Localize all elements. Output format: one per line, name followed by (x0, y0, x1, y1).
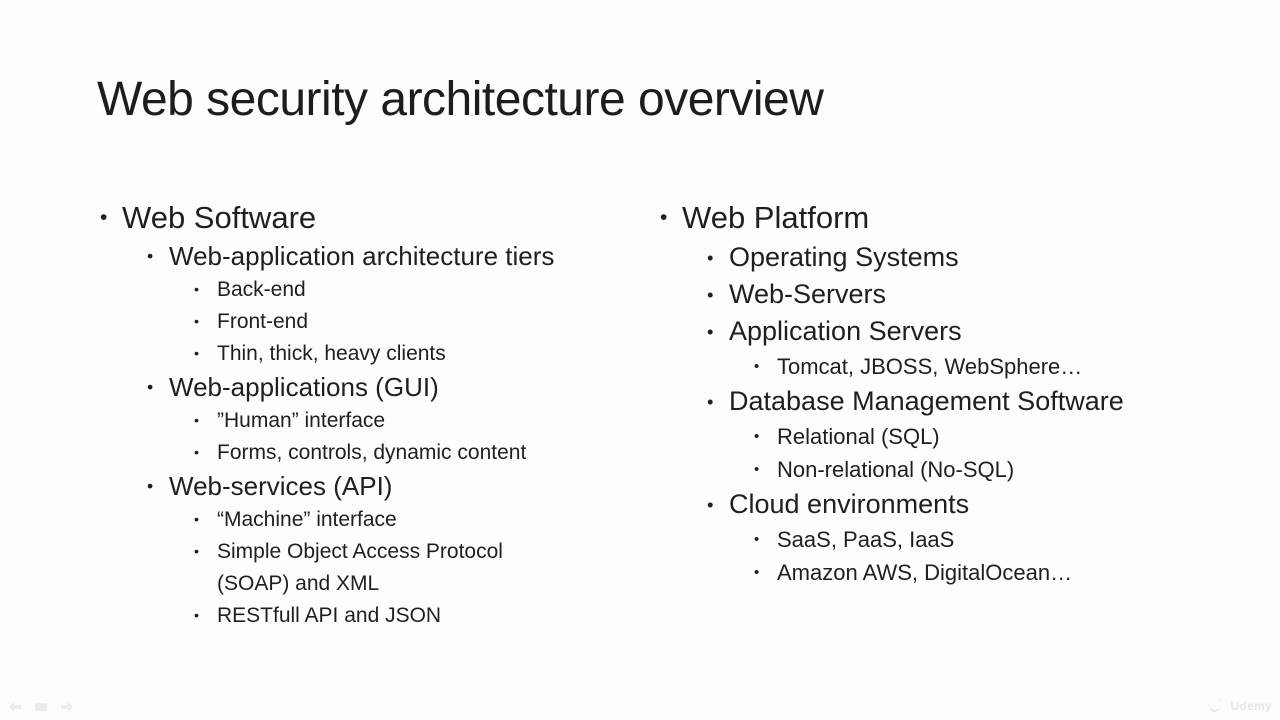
bullet-icon: • (147, 476, 154, 496)
slide-title: Web security architecture overview (97, 73, 824, 126)
bullet-item-label: Amazon AWS, DigitalOcean… (777, 560, 1073, 585)
bullet-icon: • (707, 247, 714, 268)
bullet-icon: • (194, 445, 199, 461)
udemy-watermark: Udemy (1206, 698, 1272, 714)
bullet-icon: • (660, 206, 668, 229)
bullet-item: • Non-relational (No-SQL) (754, 453, 1250, 486)
bullet-item-label: Web-Servers (729, 279, 887, 309)
bullet-icon: • (754, 461, 760, 478)
bullet-item: • Web-Servers (707, 276, 1250, 313)
bullet-item: • Operating Systems (707, 239, 1250, 276)
bullet-icon: • (194, 608, 199, 624)
bullet-item-label: Web-applications (GUI) (169, 372, 439, 402)
bullet-item-label: Front-end (217, 310, 309, 333)
bullet-icon: • (754, 358, 760, 375)
bullet-item: • RESTfull API and JSON (194, 600, 648, 632)
bullet-icon: • (194, 544, 199, 560)
bullet-item: • Web Software (100, 197, 648, 239)
bullet-item-label: Database Management Software (729, 386, 1124, 416)
bullet-icon: • (194, 346, 199, 362)
bullet-icon: • (707, 284, 714, 305)
bullet-item-label: Web Platform (682, 200, 870, 235)
udemy-brand-label: Udemy (1230, 699, 1272, 713)
bullet-item: • Web-application architecture tiers (147, 239, 648, 274)
presenter-controls (6, 700, 75, 714)
bullet-item: • Thin, thick, heavy clients (194, 338, 648, 370)
bullet-item: • ”Human” interface (194, 405, 648, 437)
bullet-icon: • (194, 282, 199, 298)
bullet-item-label: Thin, thick, heavy clients (217, 342, 446, 365)
previous-slide-arrow-icon[interactable] (6, 700, 23, 714)
bullet-item-label: Web-application architecture tiers (169, 241, 555, 271)
bullet-icon: • (754, 531, 760, 548)
bullet-item: • Forms, controls, dynamic content (194, 437, 648, 469)
bullet-icon: • (707, 391, 714, 412)
bullet-item: • Web-services (API) (147, 469, 648, 504)
bullet-icon: • (707, 494, 714, 515)
bullet-item-label: Relational (SQL) (777, 424, 940, 449)
bullet-item: • Web-applications (GUI) (147, 370, 648, 405)
bullet-item: • Cloud environments (707, 486, 1250, 523)
udemy-logo-icon (1206, 698, 1226, 714)
bullet-item-label: RESTfull API and JSON (217, 604, 442, 627)
bullet-item: • Web Platform (660, 197, 1250, 239)
bullet-item-label: Tomcat, JBOSS, WebSphere… (777, 354, 1083, 379)
bullet-item: • Amazon AWS, DigitalOcean… (754, 556, 1250, 589)
next-slide-arrow-icon[interactable] (58, 700, 75, 714)
bullet-icon: • (194, 512, 199, 528)
bullet-item: • Simple Object Access Protocol (SOAP) an… (194, 536, 648, 600)
bullet-item: • Relational (SQL) (754, 420, 1250, 453)
bullet-item-label: Back-end (217, 278, 306, 301)
bullet-item: • Application Servers (707, 313, 1250, 350)
bullet-icon: • (754, 564, 760, 581)
bullet-item-label: Non-relational (No-SQL) (777, 457, 1015, 482)
bullet-item: • Front-end (194, 306, 648, 338)
bullet-list-web-platform: • Web Platform • Operating Systems • Web-Serv… (660, 197, 1250, 589)
bullet-icon: • (147, 377, 154, 397)
bullet-item-label: “Machine” interface (217, 508, 397, 531)
bullet-icon: • (754, 428, 760, 445)
bullet-item: • Tomcat, JBOSS, WebSphere… (754, 350, 1250, 383)
bullet-icon: • (707, 321, 714, 342)
bullet-item-label: Web Software (122, 200, 317, 235)
bullet-item-label: Cloud environments (729, 489, 970, 519)
annotation-pen-icon[interactable] (32, 700, 49, 714)
bullet-item: • SaaS, PaaS, IaaS (754, 523, 1250, 556)
bullet-item-label: Web-services (API) (169, 471, 393, 501)
bullet-item: • Back-end (194, 274, 648, 306)
bullet-icon: • (100, 206, 108, 229)
bullet-item-label: Operating Systems (729, 242, 959, 272)
bullet-item: • Database Management Software (707, 383, 1250, 420)
bullet-item: • “Machine” interface (194, 504, 648, 536)
bullet-icon: • (194, 413, 199, 429)
bullet-item-label: Simple Object Access Protocol (SOAP) and… (217, 540, 503, 595)
bullet-icon: • (194, 314, 199, 330)
bullet-item-label: Forms, controls, dynamic content (217, 441, 527, 464)
bullet-icon: • (147, 246, 154, 266)
bullet-list-web-software: • Web Software • Web-application architectu… (100, 197, 648, 632)
bullet-item-label: Application Servers (729, 316, 962, 346)
bullet-item-label: ”Human” interface (217, 409, 386, 432)
bullet-item-label: SaaS, PaaS, IaaS (777, 527, 955, 552)
